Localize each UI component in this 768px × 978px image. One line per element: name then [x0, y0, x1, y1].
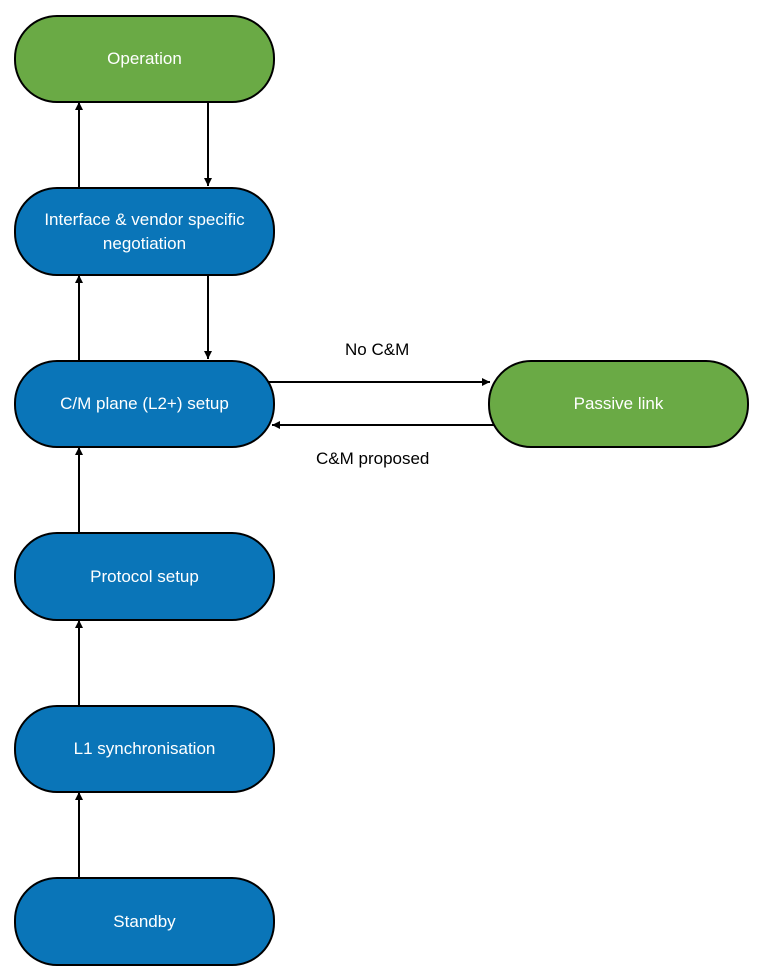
edge-label-no-cm: No C&M — [345, 340, 410, 359]
node-cm-plane-label: C/M plane (L2+) setup — [60, 394, 229, 413]
edge-label-cm-proposed: C&M proposed — [316, 449, 430, 468]
node-negotiation-label: Interface & vendor specific negotiation — [44, 209, 245, 253]
node-standby: Standby — [14, 877, 275, 966]
node-passive-label: Passive link — [573, 394, 664, 413]
node-protocol-label: Protocol setup — [90, 566, 199, 586]
node-l1-synchronisation: L1 synchronisation — [14, 705, 275, 793]
node-protocol-setup: Protocol setup — [14, 532, 275, 621]
node-l1-label: L1 synchronisation — [73, 739, 216, 758]
node-passive-link: Passive link — [488, 360, 749, 448]
node-interface-vendor-negotiation: Interface & vendor specific negotiation — [14, 187, 275, 276]
node-standby-label: Standby — [113, 911, 176, 931]
node-cm-plane-setup: C/M plane (L2+) setup — [14, 360, 275, 448]
node-operation: Operation — [14, 15, 275, 103]
node-operation-label: Operation — [107, 49, 182, 68]
